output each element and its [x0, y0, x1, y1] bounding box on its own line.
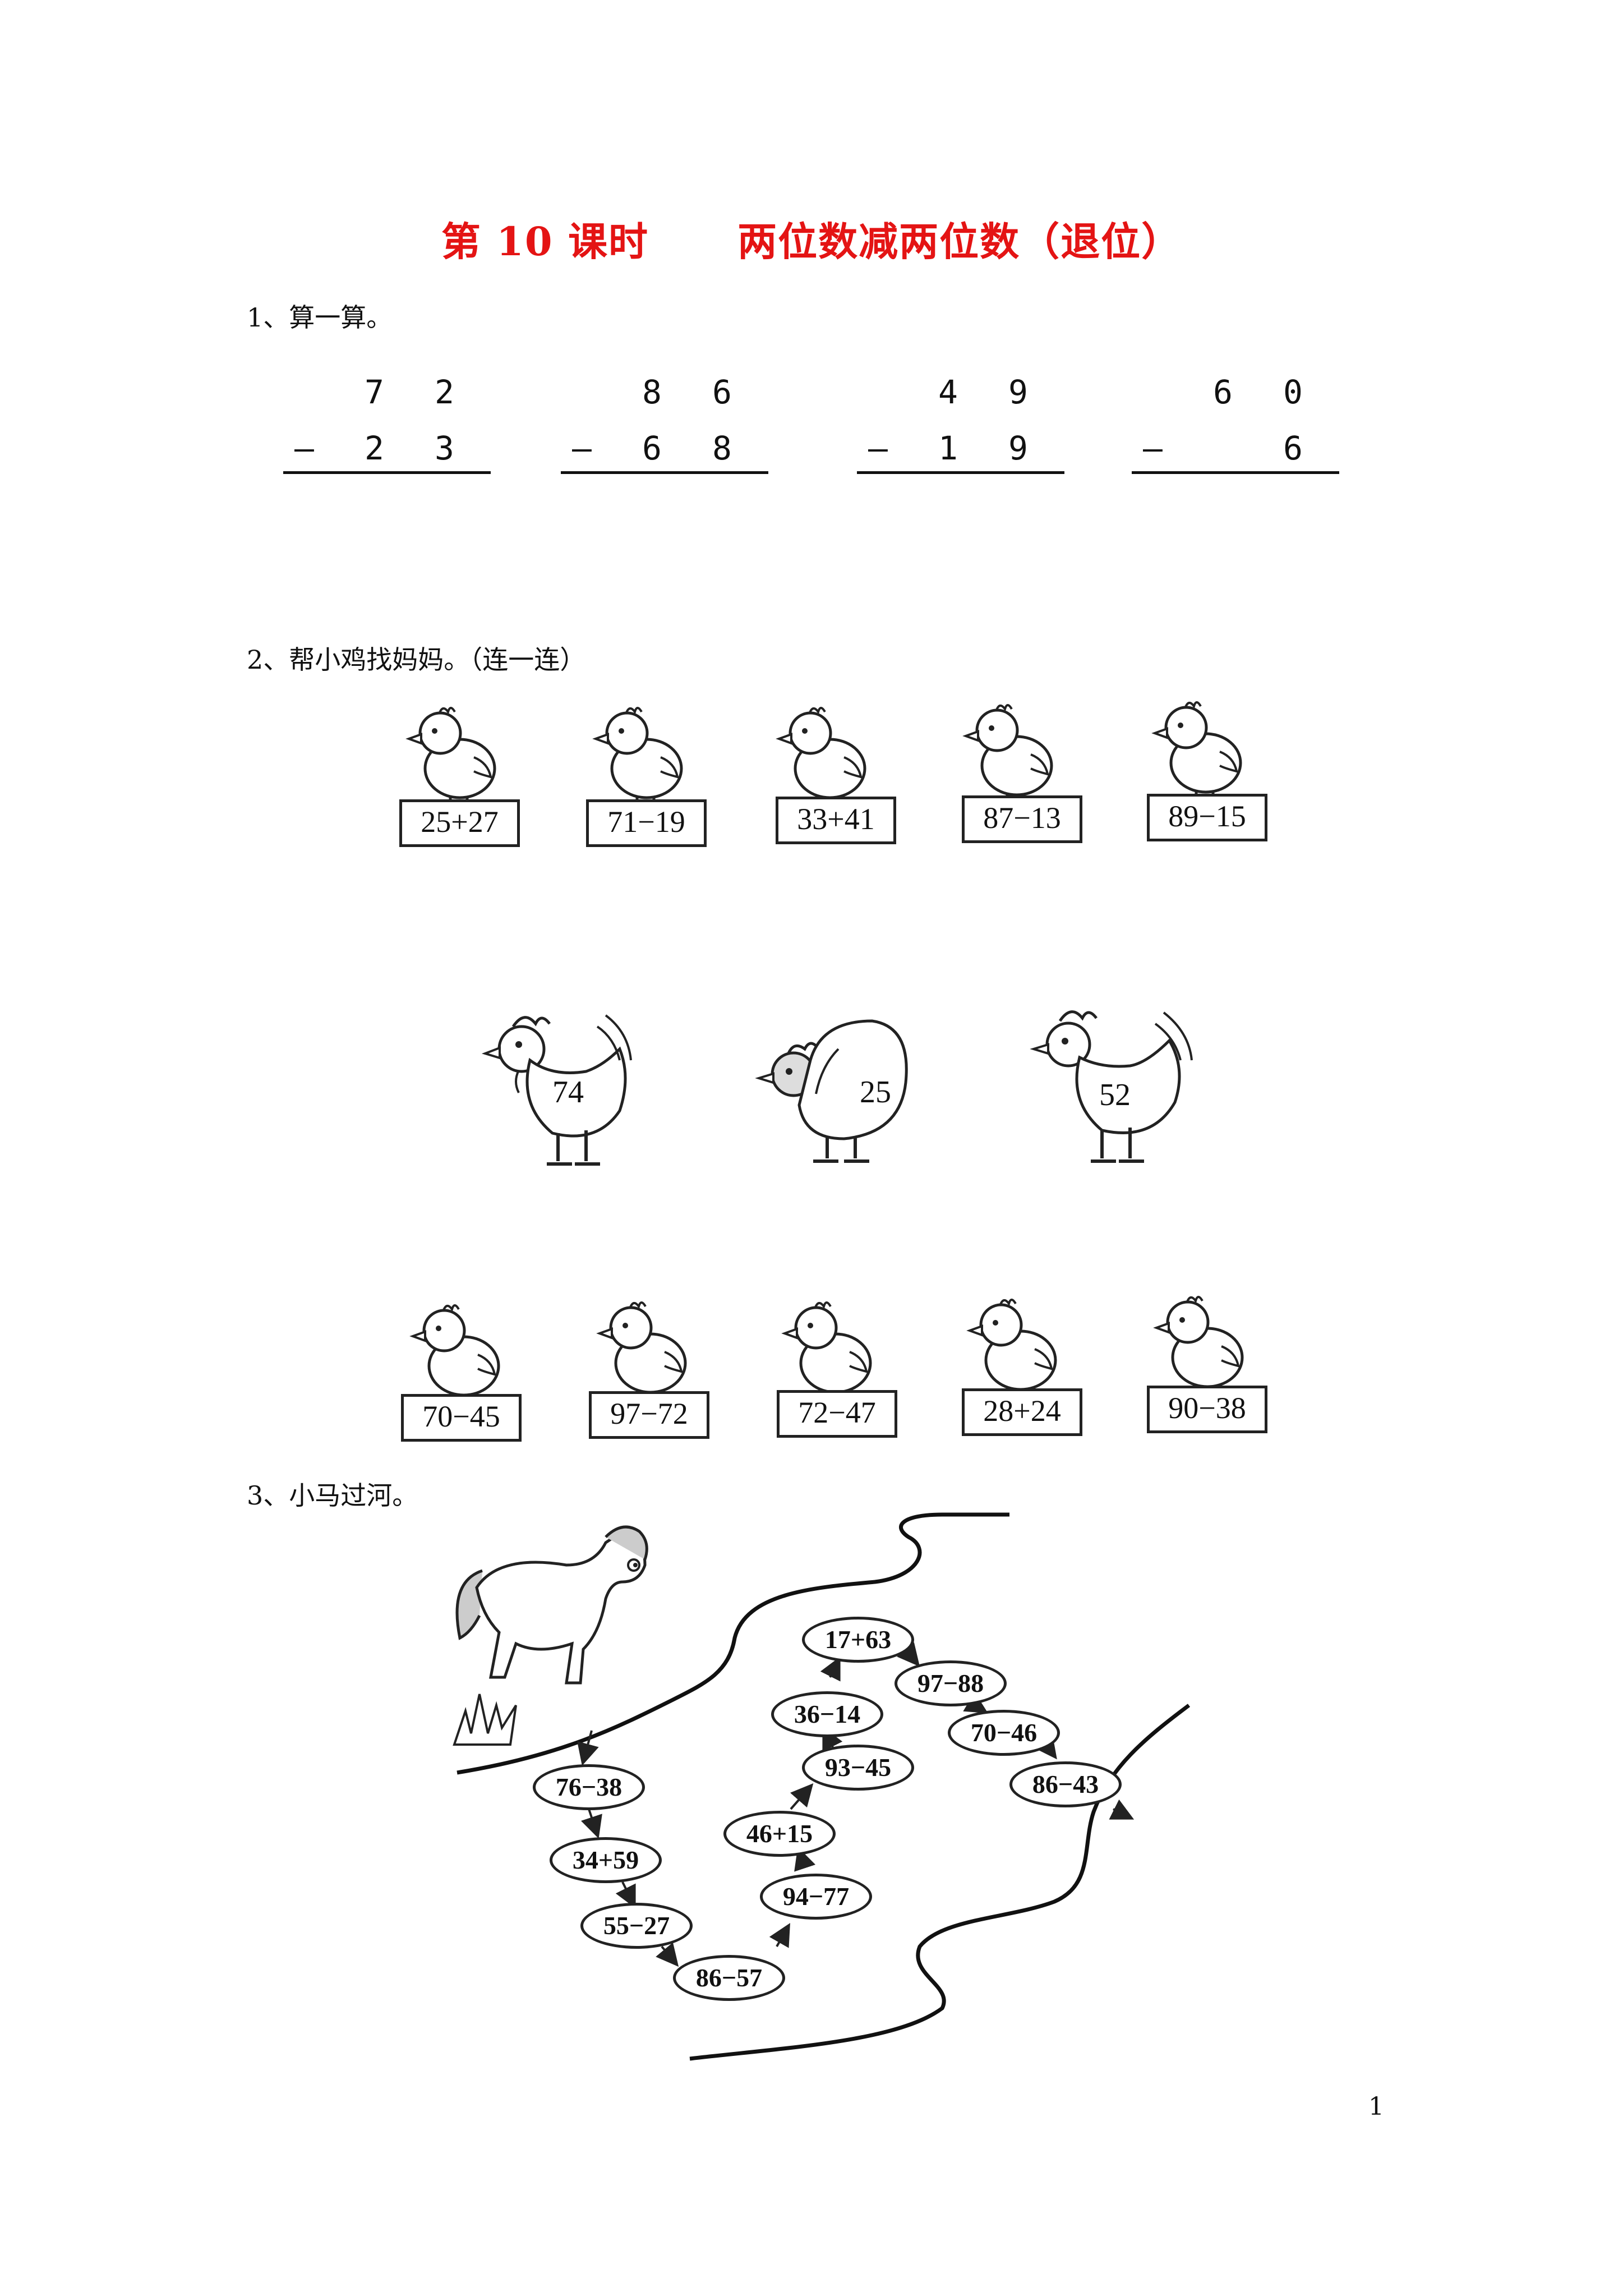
stone-expression: 97−88	[895, 1660, 1007, 1706]
answer-line	[561, 471, 768, 474]
stone-expression: 34+59	[550, 1837, 662, 1883]
page-number: 1	[1368, 2092, 1384, 2121]
vertical-subtraction-2: 8 6 — 6 8	[561, 373, 768, 485]
question-2-label: 2、帮小鸡找妈妈。（连一连）	[247, 645, 586, 675]
bottom-ones: 3	[435, 429, 454, 467]
top-ones: 6	[712, 373, 732, 411]
chick-expression-box: 97−72	[589, 1391, 709, 1439]
page-title: 第 10 课时 两位数减两位数（退位）	[441, 218, 1182, 265]
grass-icon	[453, 1694, 517, 1746]
top-ones: 9	[1008, 373, 1028, 411]
top-ones: 2	[435, 373, 454, 411]
top-tens: 7	[365, 373, 384, 411]
hen-icon	[481, 1014, 632, 1166]
hen-icon	[1030, 1010, 1193, 1163]
hen-number: 25	[860, 1075, 891, 1110]
stone-expression: 86−43	[1009, 1761, 1122, 1807]
top-tens: 4	[938, 373, 958, 411]
bottom-tens: 6	[642, 429, 662, 467]
answer-line	[1132, 471, 1339, 474]
vertical-subtraction-3: 4 9 — 1 9	[857, 373, 1064, 485]
top-ones: 0	[1283, 373, 1303, 411]
bottom-ones: 6	[1283, 429, 1303, 467]
stone-expression: 86−57	[673, 1955, 785, 2001]
hen-icon	[755, 1019, 908, 1163]
minus-sign: —	[868, 429, 888, 467]
stone-expression: 76−38	[533, 1764, 645, 1810]
vertical-subtraction-4: 6 0 — 6	[1132, 373, 1339, 485]
chick-expression-box: 90−38	[1147, 1386, 1267, 1433]
answer-line	[283, 471, 491, 474]
chick-expression-box: 87−13	[962, 795, 1082, 843]
minus-sign: —	[572, 429, 592, 467]
bottom-ones: 9	[1008, 429, 1028, 467]
chick-expression-box: 28+24	[962, 1388, 1082, 1436]
minus-sign: —	[1143, 429, 1163, 467]
answer-line	[857, 471, 1064, 474]
stone-expression: 93−45	[802, 1745, 914, 1791]
bottom-tens: 1	[938, 429, 958, 467]
stone-expression: 55−27	[580, 1903, 693, 1949]
stone-expression: 70−46	[948, 1710, 1060, 1756]
hen-number: 74	[552, 1075, 584, 1110]
chick-expression-box: 71−19	[586, 799, 707, 847]
stone-expression: 36−14	[771, 1691, 883, 1737]
question-3-label: 3、小马过河。	[247, 1480, 418, 1511]
chick-expression-box: 72−47	[777, 1390, 897, 1438]
stone-expression: 46+15	[723, 1811, 836, 1857]
horse-icon	[455, 1525, 648, 1685]
top-tens: 8	[642, 373, 662, 411]
chick-expression-box: 25+27	[399, 799, 520, 847]
top-tens: 6	[1213, 373, 1233, 411]
question-1-label: 1、算一算。	[247, 302, 393, 333]
hen-number: 52	[1099, 1078, 1131, 1112]
vertical-subtraction-1: 7 2 — 2 3	[283, 373, 491, 485]
chick-expression-box: 33+41	[776, 797, 896, 844]
bottom-tens: 2	[365, 429, 384, 467]
minus-sign: —	[294, 429, 314, 467]
chick-expression-box: 89−15	[1147, 794, 1267, 841]
chick-expression-box: 70−45	[401, 1394, 522, 1442]
bottom-ones: 8	[712, 429, 732, 467]
stone-expression: 94−77	[760, 1874, 872, 1920]
stone-expression: 17+63	[802, 1617, 914, 1663]
